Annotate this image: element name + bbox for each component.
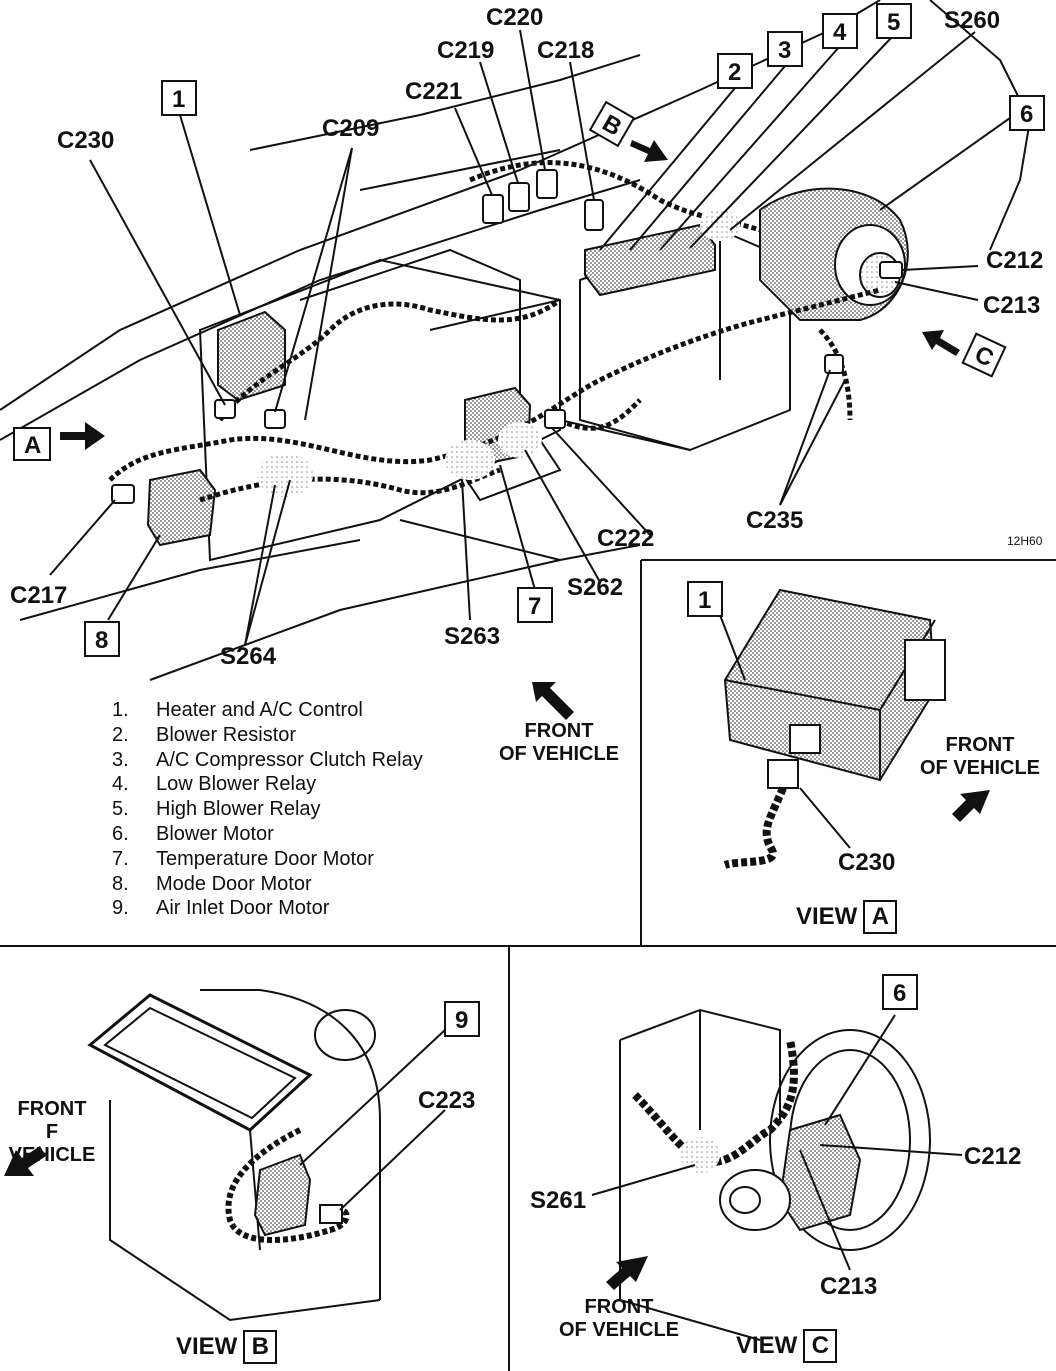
label-s263: S263: [444, 623, 500, 650]
mode-door-motor: [146, 468, 217, 547]
front-arrow-view-c: [606, 1256, 648, 1290]
legend-item: 7.Temperature Door Motor: [112, 847, 374, 870]
label-s262: S262: [567, 574, 623, 601]
callout-2: 2: [728, 59, 741, 86]
legend-item: 3.A/C Compressor Clutch Relay: [112, 748, 423, 771]
label-c218: C218: [537, 37, 594, 64]
leader-lines: [49, 29, 1011, 646]
view-a-harness: [723, 786, 787, 869]
view-a-leader-c230: [799, 787, 851, 849]
label-c235: C235: [746, 507, 803, 534]
view-c-housing: [619, 1008, 931, 1341]
view-b-leader-c223: [339, 1109, 446, 1211]
view-a-leader-1: [719, 614, 746, 681]
view-a-c230: C230: [838, 849, 895, 876]
label-c212: C212: [986, 247, 1043, 274]
view-c-callout: 6: [893, 980, 906, 1007]
legend-item: 8.Mode Door Motor: [112, 872, 312, 895]
view-a-callout: 1: [698, 587, 711, 614]
view-b-housing: [87, 989, 381, 1322]
label-c209: C209: [322, 115, 379, 142]
callout-7: 7: [528, 593, 541, 620]
callout-3: 3: [778, 37, 791, 64]
view-arrow-a: A: [13, 422, 105, 461]
heater-ac-control-box: [217, 310, 286, 402]
view-b-callout: 9: [455, 1007, 468, 1034]
connector-labels: C220 C219 C218 C221 C230 C209 S260 C212 …: [10, 4, 1043, 670]
label-c230: C230: [57, 127, 114, 154]
view-c-blower-motor: [719, 1113, 862, 1232]
label-s264: S264: [220, 643, 277, 670]
callout-8: 8: [95, 627, 108, 654]
relay-block: [584, 223, 716, 297]
component-legend: 1.Heater and A/C Control 2.Blower Resist…: [112, 698, 423, 921]
view-c-splice-zone: [680, 1137, 720, 1173]
label-c219: C219: [437, 37, 494, 64]
blower-motor-housing: [759, 187, 909, 321]
view-c-harness: [632, 1039, 798, 1166]
view-c-leader-s261: [591, 1164, 696, 1196]
legend-item: 5.High Blower Relay: [112, 798, 321, 821]
view-a-control-unit: [723, 588, 946, 789]
label-c221: C221: [405, 78, 462, 105]
front-arrow-view-a: [952, 790, 990, 822]
legend-item: 6.Blower Motor: [112, 822, 274, 845]
label-c213: C213: [983, 292, 1040, 319]
callout-6: 6: [1020, 101, 1033, 128]
callout-5: 5: [887, 9, 900, 36]
view-arrow-c: C: [922, 330, 1007, 378]
view-c-leader-c212: [819, 1144, 963, 1156]
legend-item: 4.Low Blower Relay: [112, 773, 317, 796]
view-b-leader-9: [299, 1029, 446, 1166]
connector-plugs: [111, 169, 903, 504]
front-arrow-view-b: [4, 1146, 46, 1176]
legend-item: 1.Heater and A/C Control: [112, 699, 363, 721]
view-b-harness: [225, 1127, 350, 1243]
view-b-c223: C223: [418, 1087, 475, 1114]
view-c-leader-6: [824, 1014, 896, 1126]
figure-ref: 12H60: [1007, 534, 1043, 548]
splice-zones: [257, 209, 740, 497]
view-c-s261: S261: [530, 1187, 586, 1214]
view-c-c213: C213: [820, 1273, 877, 1300]
legend-item: 9.Air Inlet Door Motor: [112, 897, 330, 920]
callout-boxes: [84, 3, 1045, 657]
callout-numbers: 1 2 3 4 5 6 7 8: [95, 9, 1033, 654]
label-c217: C217: [10, 582, 67, 609]
legend-item: 2.Blower Resistor: [112, 723, 297, 746]
svg-text:A: A: [24, 432, 41, 459]
label-c222: C222: [597, 525, 654, 552]
label-c220: C220: [486, 4, 543, 31]
callout-1: 1: [172, 86, 185, 113]
front-arrow-main: [532, 682, 574, 720]
label-s260: S260: [944, 7, 1000, 34]
view-arrow-b: B: [588, 100, 668, 162]
view-c-c212: C212: [964, 1143, 1021, 1170]
callout-4: 4: [833, 19, 847, 46]
dashboard-outline: [0, 0, 1032, 681]
panel-borders: [0, 559, 1056, 1371]
view-c-leader-c213: [799, 1149, 851, 1271]
view-b-air-inlet-motor: [253, 1153, 312, 1237]
